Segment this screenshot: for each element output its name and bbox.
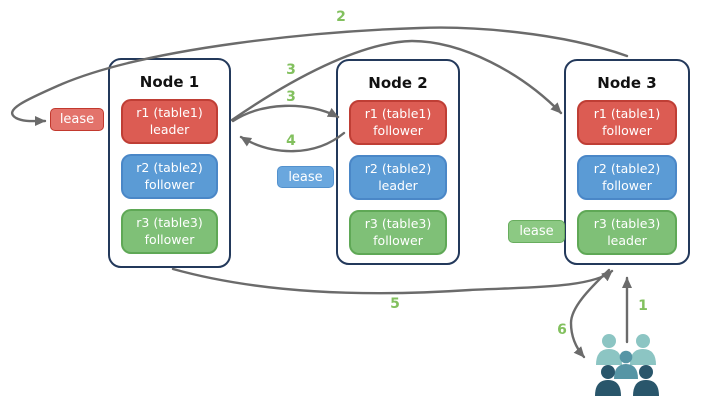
node-2-replica-r2: r2 (table2) leader xyxy=(349,155,447,200)
step-label-5: 5 xyxy=(390,296,400,312)
step-label-1: 1 xyxy=(638,298,648,314)
node-3-title: Node 3 xyxy=(597,74,657,92)
node-3-replica-r2: r2 (table2) follower xyxy=(577,155,677,200)
replica-name: r1 (table1) xyxy=(136,104,203,120)
lease-badge-table2: lease xyxy=(277,166,334,188)
step-label-6: 6 xyxy=(557,322,567,338)
replica-role: follower xyxy=(602,177,652,193)
step-label-3-to-node3: 3 xyxy=(286,62,296,78)
replica-role: follower xyxy=(602,122,652,138)
replica-name: r1 (table1) xyxy=(593,105,661,121)
node-3: Node 3 r1 (table1) follower r2 (table2) … xyxy=(564,59,690,265)
replica-role: follower xyxy=(373,122,423,138)
arrow-step-6 xyxy=(569,268,611,359)
replica-role: follower xyxy=(144,231,195,247)
node-1-title: Node 1 xyxy=(139,73,200,91)
node-2: Node 2 r1 (table1) follower r2 (table2) … xyxy=(336,59,460,265)
node-2-replica-r3: r3 (table3) follower xyxy=(349,210,447,255)
replica-role: leader xyxy=(607,232,647,248)
node-3-replica-r1: r1 (table1) follower xyxy=(577,100,677,145)
replica-name: r2 (table2) xyxy=(593,160,661,176)
replica-role: follower xyxy=(144,176,195,192)
step-label-4: 4 xyxy=(286,133,296,149)
node-1-replica-r2: r2 (table2) follower xyxy=(121,154,218,199)
users-icon xyxy=(595,334,659,396)
replica-name: r1 (table1) xyxy=(364,105,432,121)
node-2-title: Node 2 xyxy=(368,74,428,92)
replica-role: leader xyxy=(378,177,418,193)
replica-name: r2 (table2) xyxy=(364,160,432,176)
arrow-step-2 xyxy=(10,26,629,127)
step-label-3-to-node2: 3 xyxy=(286,89,296,105)
replica-name: r3 (table3) xyxy=(136,214,203,230)
arrow-step-3-to-node2 xyxy=(231,104,340,123)
step-label-2: 2 xyxy=(336,9,346,25)
lease-badge-table3: lease xyxy=(508,220,565,243)
lease-badge-table1: lease xyxy=(50,108,104,131)
replica-name: r2 (table2) xyxy=(136,159,203,175)
node-1-replica-r3: r3 (table3) follower xyxy=(121,209,218,254)
replica-role: follower xyxy=(373,232,423,248)
replica-name: r3 (table3) xyxy=(593,215,661,231)
node-2-replica-r1: r1 (table1) follower xyxy=(349,100,447,145)
replica-name: r3 (table3) xyxy=(364,215,432,231)
node-1: Node 1 r1 (table1) leader r2 (table2) fo… xyxy=(108,58,231,268)
arrow-step-5 xyxy=(171,267,614,295)
node-1-replica-r1: r1 (table1) leader xyxy=(121,99,218,144)
node-3-replica-r3: r3 (table3) leader xyxy=(577,210,677,255)
replica-role: leader xyxy=(149,121,190,137)
